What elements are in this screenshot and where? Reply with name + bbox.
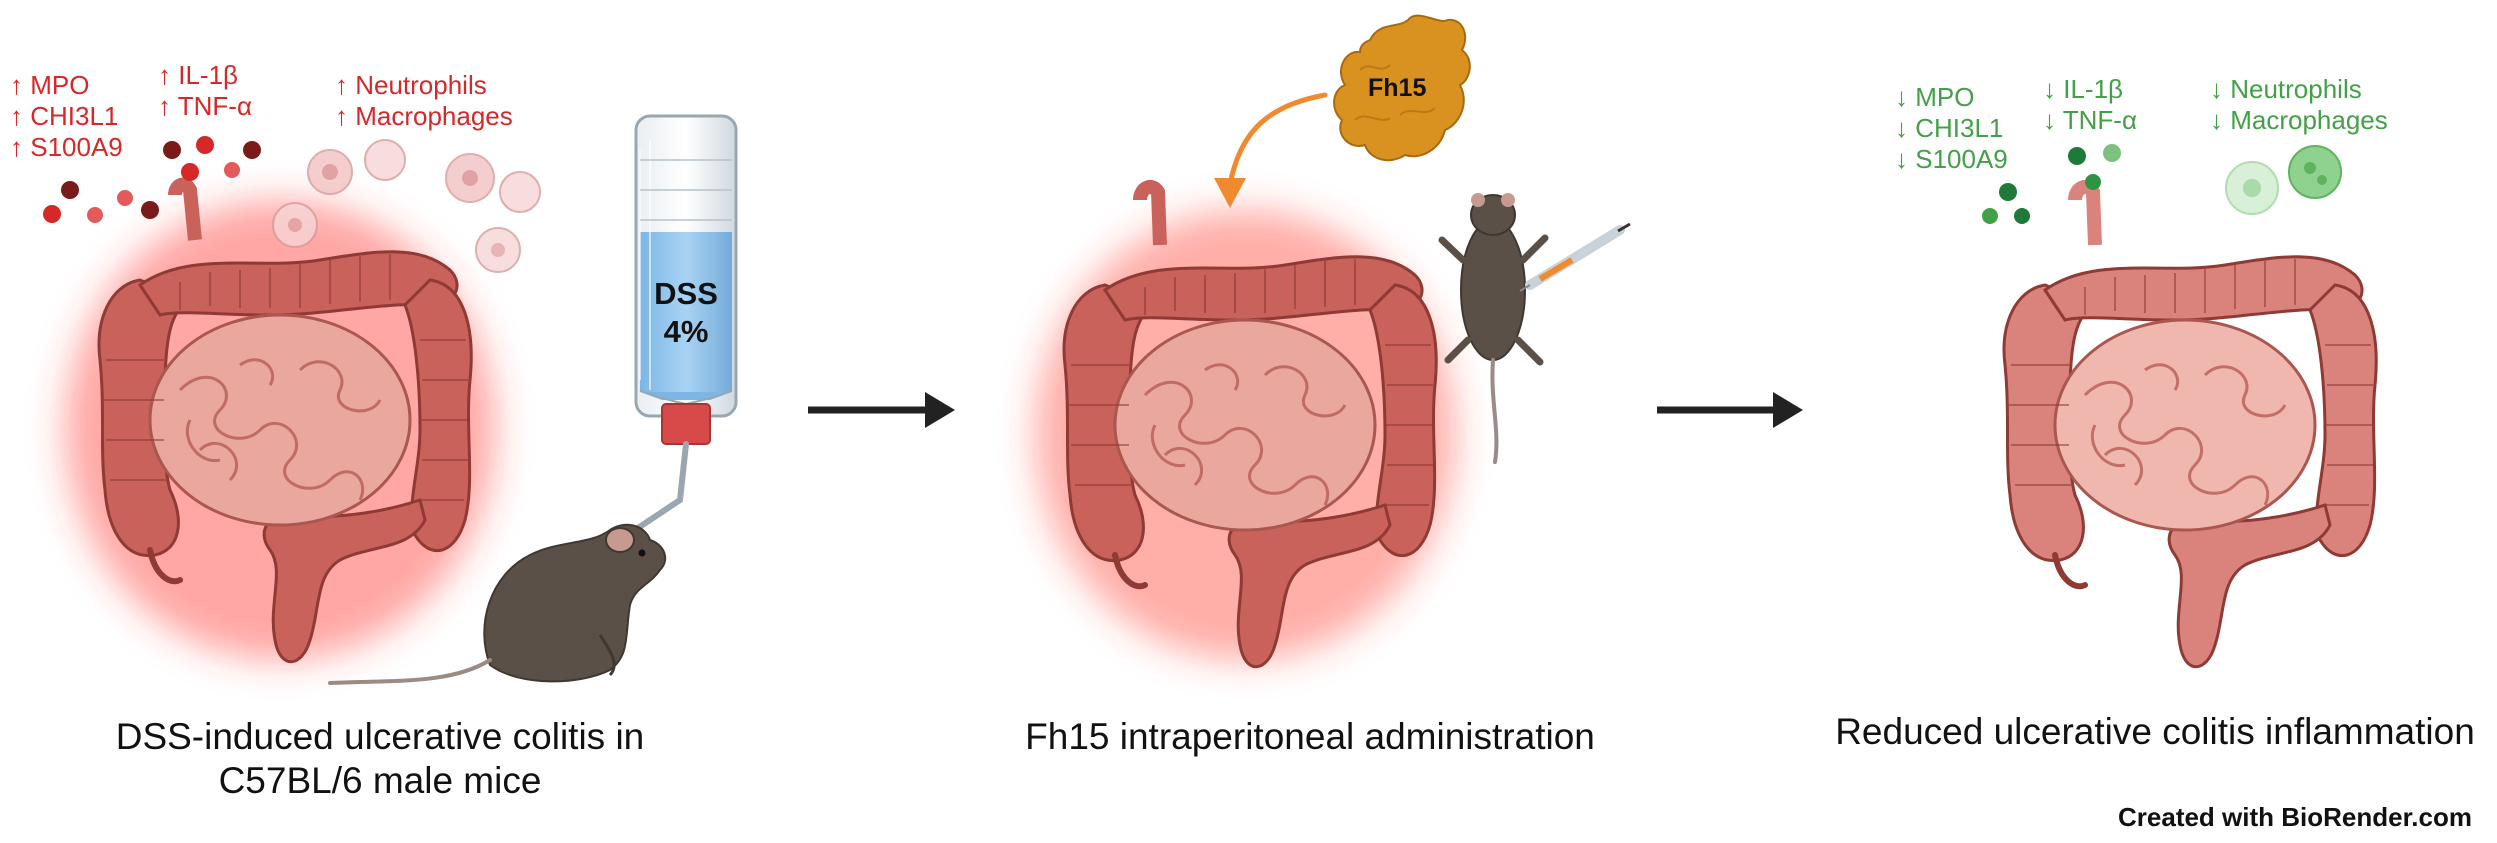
cytokine-dots-up <box>43 136 261 223</box>
water-bottle-icon <box>632 114 738 533</box>
caption-line-1: DSS-induced ulcerative colitis in <box>115 716 645 757</box>
panel-1-caption: DSS-induced ulcerative colitis in C57BL/… <box>80 715 680 803</box>
marker-mpo: ↑ MPO <box>10 70 90 100</box>
mouse-icon <box>328 523 667 685</box>
up-markers-group-b: ↑ IL-1β ↑ TNF-α <box>158 60 252 122</box>
dss-label-name: DSS <box>654 276 718 311</box>
down-markers-group-a: ↓ MPO ↓ CHI3L1 ↓ S100A9 <box>1895 82 2008 175</box>
up-markers-group-c: ↑ Neutrophils ↑ Macrophages <box>335 70 513 132</box>
arrow-icon <box>1657 392 1803 428</box>
marker-chi3l1: ↑ CHI3L1 <box>10 101 119 131</box>
down-markers-group-c: ↓ Neutrophils ↓ Macrophages <box>2210 74 2388 136</box>
mouse-icon <box>1438 193 1549 464</box>
caption-line-2: C57BL/6 male mice <box>218 760 542 801</box>
panel-3-caption: Reduced ulcerative colitis inflammation <box>1835 711 2475 752</box>
immune-cells-down <box>2225 145 2342 215</box>
marker-il1b: ↓ IL-1β <box>2043 74 2123 104</box>
marker-mpo: ↓ MPO <box>1895 82 1975 112</box>
marker-chi3l1: ↓ CHI3L1 <box>1895 113 2004 143</box>
panel-1 <box>43 114 738 685</box>
up-markers-group-a: ↑ MPO ↑ CHI3L1 ↑ S100A9 <box>10 70 123 163</box>
marker-macrophages: ↓ Macrophages <box>2210 105 2388 135</box>
marker-s100a9: ↓ S100A9 <box>1895 144 2008 174</box>
dss-label-percent: 4% <box>663 314 709 349</box>
immune-cells-up <box>272 139 541 273</box>
marker-tnfa: ↓ TNF-α <box>2043 105 2137 135</box>
appendix-tube <box>168 177 202 241</box>
fh15-protein-label: Fh15 <box>1368 74 1427 102</box>
syringe-icon <box>1519 222 1631 292</box>
panel-3 <box>1982 144 2376 667</box>
panel-2-caption: Fh15 intraperitoneal administration <box>1025 716 1595 757</box>
marker-neutrophils: ↑ Neutrophils <box>335 70 487 100</box>
injection-arrow-icon <box>1214 92 1328 208</box>
marker-tnfa: ↑ TNF-α <box>158 91 252 121</box>
biorender-credit: Created with BioRender.com <box>2118 802 2472 832</box>
protein-icon <box>1333 14 1471 162</box>
cytokine-dots-down <box>1982 144 2121 224</box>
marker-neutrophils: ↓ Neutrophils <box>2210 74 2362 104</box>
appendix-tube <box>1133 180 1167 246</box>
marker-macrophages: ↑ Macrophages <box>335 101 513 131</box>
healthy-colon-icon <box>2004 257 2376 667</box>
marker-s100a9: ↑ S100A9 <box>10 132 123 162</box>
down-markers-group-b: ↓ IL-1β ↓ TNF-α <box>2043 74 2137 136</box>
marker-il1b: ↑ IL-1β <box>158 60 238 90</box>
arrow-icon <box>808 392 955 428</box>
panel-2 <box>1035 14 1631 667</box>
dss-label: DSS 4% <box>640 275 732 351</box>
appendix-tube <box>2068 180 2102 246</box>
